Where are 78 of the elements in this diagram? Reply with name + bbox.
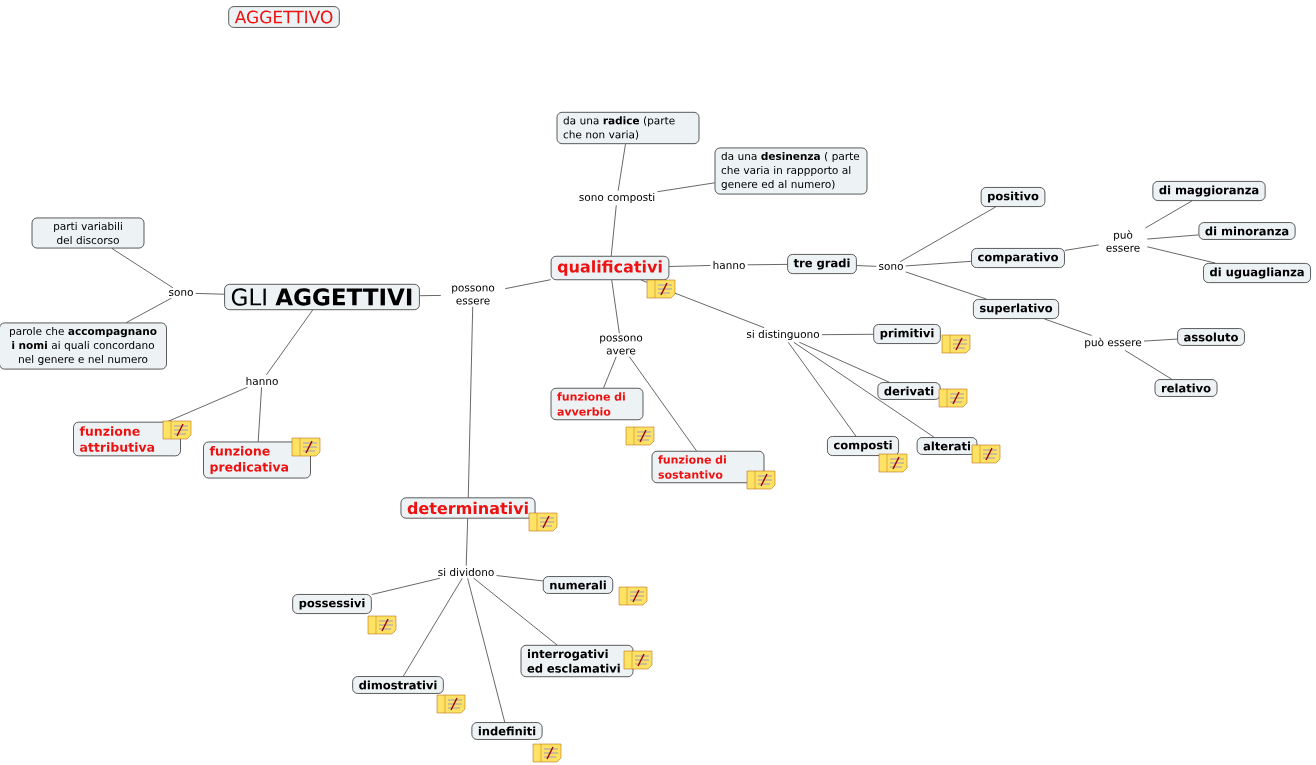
concept-box: assoluto — [1177, 328, 1245, 346]
linking-phrase: sono — [166, 288, 196, 298]
concept-box: interrogativi ed esclamativi — [520, 644, 634, 678]
connector — [1124, 350, 1172, 380]
connector — [1144, 200, 1193, 229]
concept-box: numerali — [542, 576, 614, 594]
connector — [799, 341, 890, 383]
connector — [787, 341, 857, 437]
concept-box: GLI AGGETTIVI — [224, 283, 420, 311]
concept-box: superlativo — [973, 299, 1060, 319]
connector — [1044, 318, 1092, 336]
connector — [195, 293, 225, 295]
connector — [603, 356, 617, 389]
concept-box: possessivi — [292, 594, 372, 614]
concept-box: funzione predicativa — [203, 441, 311, 479]
concept-box: indefiniti — [471, 722, 543, 740]
connector — [257, 386, 262, 442]
concept-box: funzione attributiva — [73, 421, 181, 457]
connector — [856, 265, 877, 267]
connector — [467, 306, 474, 498]
concept-box: derivati — [877, 382, 941, 400]
connector — [617, 143, 626, 192]
connector — [905, 260, 972, 267]
connector — [402, 577, 463, 677]
connector — [504, 279, 552, 289]
concept-box: primitivi — [873, 324, 941, 344]
connector — [1146, 234, 1199, 240]
concept-box: comparativo — [971, 248, 1065, 268]
connector — [657, 182, 715, 193]
connector — [1146, 246, 1216, 264]
concept-box: dimostrativi — [352, 676, 444, 694]
concept-box: funzione di sostantivo — [651, 450, 765, 484]
concept-box: positivo — [980, 187, 1046, 207]
linking-phrase: possono avere — [589, 333, 653, 357]
concept-box: relativo — [1154, 379, 1218, 397]
connector — [126, 297, 172, 323]
connector — [905, 271, 987, 300]
concept-box: di minoranza — [1198, 222, 1296, 240]
linking-phrase: sono — [876, 262, 906, 272]
concept-box: funzione di avverbio — [550, 387, 644, 421]
concept-box: parole che accompagnano i nomi ai quali concordano nel genere e nel numero — [0, 322, 167, 370]
linking-phrase: può essere — [1099, 228, 1147, 254]
linking-phrase: sono composti — [576, 190, 658, 206]
concept-box: composti — [827, 436, 899, 456]
connector — [821, 333, 874, 336]
linking-phrase: hanno — [243, 374, 281, 388]
linking-phrase: si dividono — [435, 565, 497, 579]
connector — [793, 341, 935, 438]
connector — [371, 577, 441, 595]
concept-box: di uguaglianza — [1203, 263, 1311, 283]
connector — [419, 295, 442, 297]
connector — [899, 206, 996, 263]
connector — [1064, 244, 1100, 251]
concept-box: determinativi — [400, 497, 536, 519]
connector — [668, 265, 711, 267]
linking-phrase: possono essere — [441, 283, 505, 307]
concept-box: qualificativi — [550, 255, 670, 281]
concept-box: da una desinenza ( parte che varia in rappporto al genere ed al numero) — [714, 147, 868, 195]
connector — [629, 356, 697, 452]
concept-box: alterati — [916, 437, 978, 455]
connector — [496, 575, 544, 582]
concept-box: parti variabili del discorso — [31, 217, 145, 249]
linking-phrase: hanno — [710, 258, 748, 272]
connector — [266, 309, 313, 376]
concept-box: da una radice (parte che non varia) — [556, 111, 700, 145]
concept-box: tre gradi — [787, 254, 857, 274]
connector — [1143, 338, 1178, 342]
connector — [473, 577, 558, 646]
connector — [610, 204, 617, 257]
connector — [111, 248, 174, 289]
linking-phrase: si distinguono — [744, 327, 822, 343]
connector — [465, 518, 469, 567]
title-box: AGGETTIVO — [228, 6, 340, 28]
connector — [611, 279, 620, 334]
linking-phrase: può essere — [1082, 335, 1144, 351]
connector — [467, 577, 506, 723]
connector — [747, 264, 788, 266]
concept-box: di maggioranza — [1152, 181, 1266, 201]
